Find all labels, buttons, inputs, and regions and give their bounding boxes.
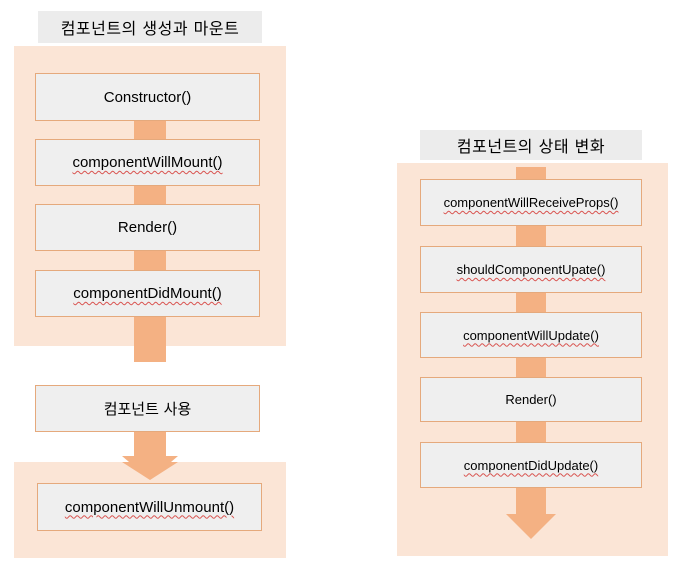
mount-section-title-text: 컴포넌트의 생성과 마운트 bbox=[60, 19, 240, 38]
should-component-update-step: shouldComponentUpate() bbox=[420, 246, 642, 293]
component-did-update-step-label: componentDidUpdate() bbox=[463, 457, 599, 473]
constructor-step: Constructor() bbox=[35, 73, 260, 121]
unmount-arrow-head-tip bbox=[122, 462, 178, 480]
unmount-arrow-shaft bbox=[134, 432, 166, 456]
mount-section-title: 컴포넌트의 생성과 마운트 bbox=[38, 11, 262, 43]
component-will-receive-props-step: componentWillReceiveProps() bbox=[420, 179, 642, 226]
render-update-step-label: Render() bbox=[505, 392, 557, 407]
update-section-title: 컴포넌트의 상태 변화 bbox=[420, 130, 642, 160]
update-flow-arrow-head bbox=[506, 514, 556, 539]
component-will-unmount-step: componentWillUnmount() bbox=[37, 483, 262, 531]
update-section-title-text: 컴포넌트의 상태 변화 bbox=[456, 137, 606, 156]
component-will-mount-step: componentWillMount() bbox=[35, 139, 260, 186]
component-usage-step: 컴포넌트 사용 bbox=[35, 385, 260, 432]
component-did-update-step: componentDidUpdate() bbox=[420, 442, 642, 488]
constructor-step-label: Constructor() bbox=[103, 88, 192, 106]
render-mount-step: Render() bbox=[35, 204, 260, 251]
component-will-unmount-step-label: componentWillUnmount() bbox=[64, 498, 235, 516]
component-usage-step-label: 컴포넌트 사용 bbox=[103, 400, 192, 418]
component-will-mount-step-label: componentWillMount() bbox=[72, 154, 223, 171]
component-did-mount-step: componentDidMount() bbox=[35, 270, 260, 317]
should-component-update-step-label: shouldComponentUpate() bbox=[456, 262, 606, 277]
render-mount-step-label: Render() bbox=[117, 219, 178, 236]
render-update-step: Render() bbox=[420, 377, 642, 422]
component-did-mount-step-label: componentDidMount() bbox=[73, 285, 222, 302]
component-will-receive-props-step-label: componentWillReceiveProps() bbox=[443, 195, 619, 210]
component-will-update-step-label: componentWillUpdate() bbox=[463, 327, 599, 343]
component-will-update-step: componentWillUpdate() bbox=[420, 312, 642, 358]
